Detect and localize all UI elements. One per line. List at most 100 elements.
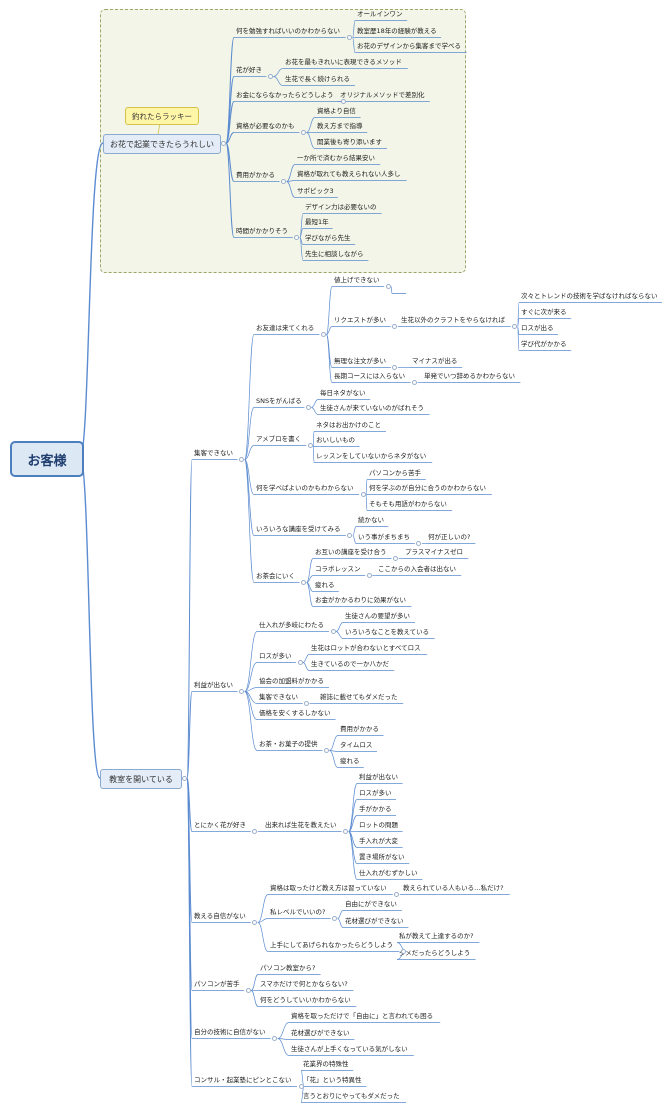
topic-node[interactable]: 自由にができない [345,900,397,908]
topic-node[interactable]: 先生に相談しながら [305,250,364,258]
topic-node[interactable]: 私レベルでいいの? [270,908,326,916]
collapse-toggle[interactable] [307,443,313,448]
topic-node[interactable]: 長期コースには入らない [334,372,406,380]
collapse-toggle[interactable] [393,556,399,561]
topic-node[interactable]: 疲れる [340,757,360,765]
topic-node[interactable]: 何をどうしていいかわからない [260,996,351,1004]
topic-node[interactable]: ここからの入会者は出ない [378,565,456,573]
topic-node[interactable]: レッスンをしていないからネタがない [316,452,427,460]
topic-node[interactable]: ロスが多い [259,652,292,660]
topic-node[interactable]: SNSをがんばる [256,397,302,405]
topic-node[interactable]: 学び代がかかる [521,340,567,348]
collapse-toggle[interactable] [512,324,518,329]
collapse-toggle[interactable] [323,748,329,753]
topic-node[interactable]: 無理な注文が多い [334,357,386,365]
topic-node[interactable]: パソコンが苦手 [194,980,240,988]
collapse-toggle[interactable] [272,1036,278,1041]
collapse-toggle[interactable] [394,892,400,897]
collapse-toggle[interactable] [239,689,245,694]
topic-node[interactable]: お花のデザインから集客まで学べる [357,42,461,50]
topic-node[interactable]: デザイン力は必要ないの [305,203,377,211]
topic-node[interactable]: 費用がかかる [236,171,275,179]
collapse-toggle[interactable] [220,140,226,146]
topic-node[interactable]: 協会の加盟料がかかる [259,677,324,685]
topic-node[interactable]: パソコンから苦手 [369,469,421,477]
collapse-toggle[interactable] [181,775,187,781]
topic-node[interactable]: 何を学ぶのが自分に合うのかわからない [369,484,486,492]
topic-node[interactable]: 花業界の特殊性 [303,1060,349,1068]
collapse-toggle[interactable] [332,916,338,921]
topic-node[interactable]: 仕入れが多岐にわたる [259,621,324,629]
topic-node[interactable]: 次々とトレンドの技術を学ばなければならない [521,292,658,300]
topic-node[interactable]: 生花で長く続けられる [285,75,350,83]
topic-node[interactable]: 手入れが大変 [359,837,398,845]
topic-node[interactable]: いろいろな講座を受けてみる [256,525,341,533]
topic-node[interactable]: 費用がかかる [340,725,379,733]
collapse-toggle[interactable] [347,35,353,40]
topic-node[interactable]: お茶会にいく [256,572,295,580]
topic-node[interactable]: 生花はロットが合わないとすべてロス [311,644,421,652]
topic-node[interactable]: 生徒さんの要望が多い [345,612,410,620]
topic-node[interactable]: 何が正しいの? [428,533,471,541]
collapse-toggle[interactable] [360,492,366,497]
topic-node[interactable]: 時間がかかりそう [236,227,288,235]
topic-node[interactable]: 教え方まで指導 [317,122,363,130]
topic-node[interactable]: 雑誌に載せてもダメだった [320,693,398,701]
topic-node[interactable]: 自分の技術に自信がない [194,1028,266,1036]
topic-node[interactable]: 仕入れがむずかしい [359,869,418,877]
topic-node[interactable]: お互いの講座を受け合う [315,548,387,556]
topic-node[interactable]: 最短1年 [305,218,329,226]
collapse-toggle[interactable] [366,573,372,578]
topic-node[interactable]: お金がかかるわりに効果がない [315,596,406,604]
topic-node[interactable]: 価格を安くするしかない [259,709,331,717]
topic-node[interactable]: リクエストが多い [334,316,386,324]
topic-node[interactable]: 資格が必要なのかも [236,122,295,130]
collapse-toggle[interactable] [392,365,398,370]
collapse-toggle[interactable] [347,533,353,538]
topic-node[interactable]: 資格より自信 [317,107,356,115]
topic-node[interactable]: すぐに次が来る [521,308,567,316]
topic-node[interactable]: 資格が取れても教えられない人多し [297,170,401,178]
topic-node[interactable]: 学びながら先生 [305,234,351,242]
collapse-toggle[interactable] [245,988,251,993]
collapse-toggle[interactable] [300,130,306,135]
root-topic[interactable]: お客様 [10,441,84,477]
topic-node[interactable]: 一か所で済むから結果安い [297,154,375,162]
collapse-toggle[interactable] [320,332,326,337]
topic-node[interactable]: コラボレッスン [315,565,361,573]
topic-node[interactable]: そもそも用語がわからない [369,500,447,508]
collapse-toggle[interactable] [392,324,398,329]
topic-node[interactable]: おいしいもの [316,436,355,444]
topic-node[interactable]: パソコン教室から? [260,964,316,972]
topic-node[interactable]: オールインワン [357,10,403,18]
topic-node[interactable]: いう事がまちまち [358,533,410,541]
topic-node[interactable]: 私が教えて上達するのか? [399,932,474,940]
collapse-toggle[interactable] [343,829,349,834]
topic-node[interactable]: 集客できない [259,693,298,701]
topic-node[interactable]: オリジナルメソッドで差別化 [340,91,425,99]
collapse-toggle[interactable] [400,949,406,954]
topic-node[interactable]: 疲れる [315,581,335,589]
topic-node[interactable]: ネタはお出かけのこと [316,421,381,429]
topic-node[interactable]: コンサル・起業塾にピンとこない [194,1076,292,1084]
topic-node[interactable]: お花を最もきれいに表現できるメソッド [285,58,402,66]
collapse-toggle[interactable] [305,405,311,410]
topic-node[interactable]: お金にならなかったらどうしよう [236,91,334,99]
collapse-toggle[interactable] [416,541,422,546]
collapse-toggle[interactable] [294,235,300,240]
topic-node[interactable]: ロスが出る [521,324,554,332]
callout-note[interactable]: 釣れたらラッキー [125,107,199,125]
topic-node[interactable]: スマホだけで何とかならない? [260,980,348,988]
collapse-toggle[interactable] [267,74,273,79]
topic-node[interactable]: 上手にしてあげられなかったらどうしよう [270,941,394,949]
topic-node[interactable]: 「花」という特異性 [303,1076,362,1084]
topic-node[interactable]: ダメだったらどうしよう [399,949,471,957]
collapse-toggle[interactable] [340,99,346,104]
topic-node[interactable]: 利益が出ない [359,773,398,781]
topic-node[interactable]: マイナスが出る [412,357,458,365]
topic-node[interactable]: 手がかかる [359,805,392,813]
topic-node[interactable]: 開業後も寄り添います [317,138,382,146]
topic-node[interactable]: 生徒さんが来ていないのがばれそう [320,404,424,412]
collapse-toggle[interactable] [252,829,258,834]
topic-node[interactable]: 言うとおりにやってもダメだった [303,1092,400,1100]
